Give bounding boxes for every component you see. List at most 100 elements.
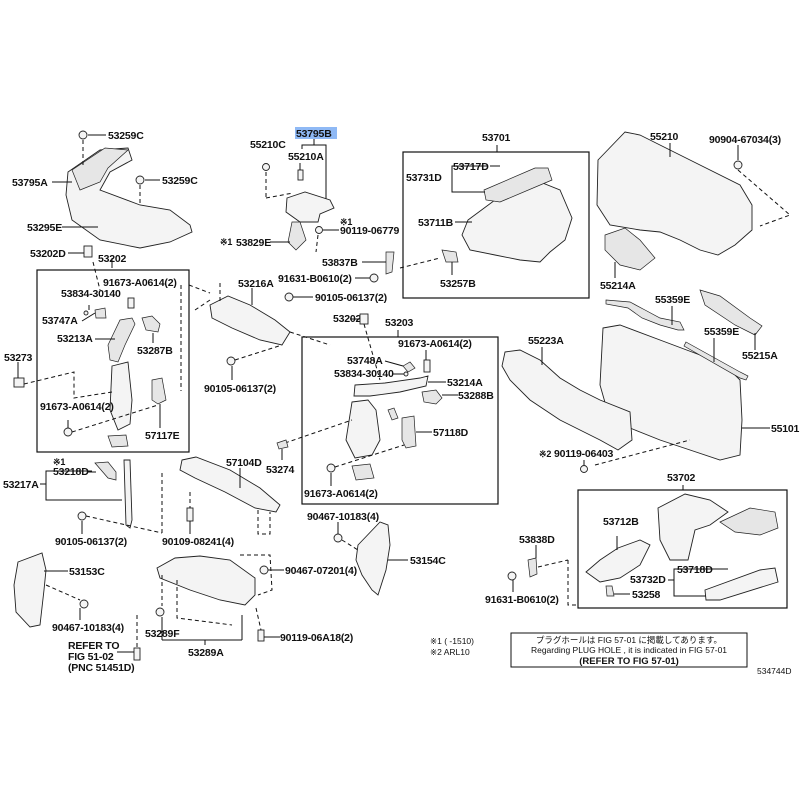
label-53717D[interactable]: 53717D <box>453 161 489 173</box>
label-91673-A0614-a[interactable]: 91673-A0614(2) <box>103 277 177 289</box>
label-90119-06403[interactable]: 90119-06403 <box>554 448 614 460</box>
label-55210[interactable]: 55210 <box>650 131 679 143</box>
reinforcement-53702[interactable] <box>719 507 779 536</box>
insulator-55223A[interactable] <box>501 349 633 451</box>
label-91673-A0614-d[interactable]: 91673-A0614(2) <box>304 488 378 500</box>
bracket-53829E[interactable] <box>287 221 307 251</box>
label-55223A[interactable]: 55223A <box>528 335 564 347</box>
clip-53289F[interactable] <box>155 607 165 617</box>
label-53258[interactable]: 53258 <box>632 589 661 601</box>
label-53257B[interactable]: 53257B <box>440 278 476 290</box>
clip-90467-07201[interactable] <box>259 565 269 575</box>
rail-53731D[interactable] <box>483 167 553 203</box>
bolt-90119-06779[interactable] <box>315 226 323 234</box>
clip-55210C[interactable] <box>262 163 270 171</box>
label-90119-06A18[interactable]: 90119-06A18(2) <box>280 632 353 644</box>
bracket-53258[interactable] <box>605 585 615 597</box>
clip-53202D-b[interactable] <box>359 313 369 325</box>
bracket-lower-53203[interactable] <box>351 463 375 481</box>
label-53153C[interactable]: 53153C <box>69 566 105 578</box>
dash-silencer-55214A[interactable] <box>604 227 656 271</box>
brace-53216A[interactable] <box>209 295 291 346</box>
clip-90904-67034[interactable] <box>733 160 743 170</box>
label-91631-B0610-b[interactable]: 91631-B0610(2) <box>485 594 559 606</box>
bolt-90109-08241[interactable] <box>186 507 194 522</box>
label-55101[interactable]: 55101 <box>771 423 800 435</box>
label-90467-10183-a[interactable]: 90467-10183(4) <box>52 622 124 634</box>
label-55215A[interactable]: 55215A <box>742 350 778 362</box>
support-lower-53203[interactable] <box>345 399 381 459</box>
clip-53834-30140-a[interactable] <box>83 310 89 316</box>
label-55210C[interactable]: 55210C <box>250 139 286 151</box>
clip-refer-51451D[interactable] <box>133 647 141 661</box>
bolt-91673-A0614-b[interactable] <box>63 427 73 437</box>
label-53834-30140-b[interactable]: 53834-30140 <box>334 368 394 380</box>
label-90105-06137-a[interactable]: 90105-06137(2) <box>315 292 387 304</box>
bracket-53837B[interactable] <box>385 251 395 275</box>
label-55359E-b[interactable]: 55359E <box>704 326 739 338</box>
label-90119-06779[interactable]: 90119-06779 <box>340 225 400 237</box>
label-53217A[interactable]: 53217A <box>3 479 39 491</box>
clip-53834-30140-b[interactable] <box>403 371 409 377</box>
label-91631-B0610-a[interactable]: 91631-B0610(2) <box>278 273 352 285</box>
clip-53273[interactable] <box>13 377 25 388</box>
weatherstrip-55359E-b[interactable] <box>683 341 749 381</box>
bolt-90105-06137-a[interactable] <box>284 292 294 302</box>
label-91673-A0614-b[interactable]: 91673-A0614(2) <box>40 401 114 413</box>
label-55210A[interactable]: 55210A <box>288 151 324 163</box>
bracket-53257B[interactable] <box>441 249 459 263</box>
label-53259C-a[interactable]: 53259C <box>108 130 144 142</box>
label-53273[interactable]: 53273 <box>4 352 33 364</box>
support-53213A[interactable] <box>107 317 136 363</box>
bracket-53288B[interactable] <box>421 389 443 405</box>
cover-53795B[interactable] <box>285 191 335 223</box>
bolt-91673-A0614-c[interactable] <box>423 359 431 373</box>
clip-53202D-a[interactable] <box>83 245 93 258</box>
label-53202D-a[interactable]: 53202D <box>30 248 66 260</box>
bracket-53838D[interactable] <box>527 557 538 578</box>
panel-57104D[interactable] <box>179 456 281 513</box>
nut-91631-B0610-a[interactable] <box>369 273 379 283</box>
label-53154C[interactable]: 53154C <box>410 555 446 567</box>
bolt-90119-06403[interactable] <box>580 465 588 473</box>
seal-53217A[interactable] <box>123 459 133 529</box>
label-57104D[interactable]: 57104D <box>226 457 262 469</box>
label-53295E[interactable]: 53295E <box>27 222 62 234</box>
engine-under-cover-upper-53795A[interactable] <box>71 147 129 191</box>
label-53712B[interactable]: 53712B <box>603 516 639 528</box>
label-53702[interactable]: 53702 <box>667 472 696 484</box>
bolt-90105-06137-c[interactable] <box>77 511 87 521</box>
label-53214A[interactable]: 53214A <box>447 377 483 389</box>
label-53288B[interactable]: 53288B <box>458 390 494 402</box>
label-90105-06137-c[interactable]: 90105-06137(2) <box>55 536 127 548</box>
label-90904-67034[interactable]: 90904-67034(3) <box>709 134 781 146</box>
clip-53274[interactable] <box>276 439 289 450</box>
label-53213A[interactable]: 53213A <box>57 333 93 345</box>
label-53289A[interactable]: 53289A <box>188 647 224 659</box>
apron-upper-53702[interactable] <box>657 493 729 561</box>
label-53203[interactable]: 53203 <box>385 317 414 329</box>
nut-91631-B0610-b[interactable] <box>507 571 517 581</box>
label-53747A[interactable]: 53747A <box>42 315 78 327</box>
clip-53259C-b[interactable] <box>135 175 145 185</box>
dash-insulator-55210[interactable] <box>596 131 753 256</box>
label-53731D[interactable]: 53731D <box>406 172 442 184</box>
label-53289F[interactable]: 53289F <box>145 628 180 640</box>
clip-53259C-a[interactable] <box>78 130 88 140</box>
label-53838D[interactable]: 53838D <box>519 534 555 546</box>
label-55359E-a[interactable]: 55359E <box>655 294 690 306</box>
label-53718D[interactable]: 53718D <box>677 564 713 576</box>
clip-55210A[interactable] <box>297 169 304 181</box>
label-53829E[interactable]: 53829E <box>236 237 271 249</box>
label-57117E[interactable]: 57117E <box>145 430 180 442</box>
label-91673-A0614-c[interactable]: 91673-A0614(2) <box>398 338 472 350</box>
label-53218D[interactable]: 53218D <box>53 466 89 478</box>
bolt-90119-06A18[interactable] <box>257 629 265 642</box>
label-90467-07201[interactable]: 90467-07201(4) <box>285 565 357 577</box>
label-53259C-b[interactable]: 53259C <box>162 175 198 187</box>
label-90467-10183-b[interactable]: 90467-10183(4) <box>307 511 379 523</box>
bracket-53218D[interactable] <box>94 461 117 481</box>
label-55214A[interactable]: 55214A <box>600 280 636 292</box>
label-53732D[interactable]: 53732D <box>630 574 666 586</box>
label-53287B[interactable]: 53287B <box>137 345 173 357</box>
